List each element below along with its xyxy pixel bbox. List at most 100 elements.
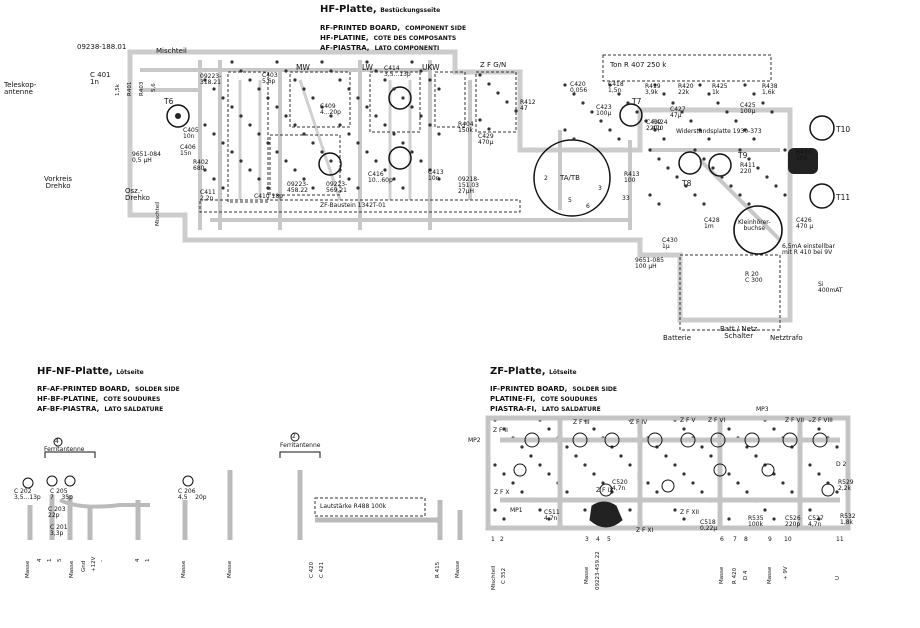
solder-pad [284,114,288,118]
solder-pad [293,78,297,82]
zf7-label: Z F VII [785,417,805,424]
solder-pad [547,517,551,521]
zf-pin-number: 7 [733,536,737,543]
solder-pad [572,92,576,96]
solder-pad [230,150,234,154]
marker-b: 2 [292,433,296,440]
hfnf-title-suffix: Lötseite [116,369,144,376]
solder-pad [736,481,740,485]
solder-pad [374,114,378,118]
solder-pad [673,463,677,467]
hfnf-pin: Masse [69,560,75,578]
solder-pad [419,159,423,163]
solder-pad [817,472,821,476]
zf6-label: Z F VI [708,417,726,424]
hfnf-pin: 1 [47,558,53,563]
c403-label: C403 5,6p [262,72,278,85]
solder-pad [765,175,769,179]
solder-pad [248,78,252,82]
solder-pad [729,184,733,188]
solder-pad [547,472,551,476]
zf-pin-name: 09223-459.22 [595,551,601,590]
solder-pad [743,128,747,132]
c409-label: C409 4...20p [320,103,341,116]
zf-pin-name: R 420 [732,567,738,584]
zf-pin-name: Masse [584,566,590,584]
solder-pad [514,109,518,113]
widerstand-label: Widerstandsplatte 1930-373 [676,128,762,135]
solder-pad [664,454,668,458]
solder-pad [781,481,785,485]
solder-pad [302,132,306,136]
batt-netz-label: Batt./ Netz Schalter [720,325,758,340]
zf-pin-name: D 4 [743,570,749,580]
zf-pin-number: 11 [836,536,844,543]
hfnf-pin: +12V [91,556,97,572]
mp2-label: MP2 [468,437,481,444]
t7-label: T7 [632,97,642,106]
ton-label: Ton R 407 250 k [610,61,667,69]
solder-pad [563,83,567,87]
solder-pad [763,508,767,512]
zf-pin-number: 4 [596,536,600,543]
solder-pad [487,82,491,86]
solder-pad [311,186,315,190]
hfnf-pin: Masse [25,560,31,578]
solder-pad [747,157,751,161]
solder-pad [383,123,387,127]
solder-pad [392,87,396,91]
zf3-label: Z F III [573,419,590,426]
solder-pad [365,60,369,64]
solder-pad [682,427,686,431]
hf-line-2-sub: COTE DES COMPOSANTS [373,35,457,42]
pin-2: 3 [598,185,602,192]
solder-pad [592,427,596,431]
hf-line-3-sub: LATO COMPONENTI [374,45,440,52]
zf-pin-number: 1 [491,536,495,543]
solder-pad [725,110,729,114]
solder-pad [817,427,821,431]
r419-label: R419 3,9k [645,83,661,96]
r438-label: R438 1,6k [762,83,778,96]
solder-pad [392,132,396,136]
lw-label: LW [362,63,373,72]
solder-pad [365,150,369,154]
solder-pad [682,517,686,521]
c432-label: C432 220µ [646,119,662,132]
t9-label: T9 [738,151,748,160]
solder-pad [752,92,756,96]
zf5-label: Z F V [680,417,696,424]
solder-pad [772,517,776,521]
c410-label: C410 18p [254,193,283,200]
solder-pad [628,508,632,512]
solder-pad [248,123,252,127]
ukw-label: UKW [422,63,440,72]
solder-pad [702,202,706,206]
solder-pad [311,141,315,145]
pin-33: 33 [622,195,630,202]
solder-pad [410,150,414,154]
solder-pad [738,148,742,152]
solder-pad [365,105,369,109]
hfnf-title: HF-NF-Platte, [37,366,113,377]
solder-pad [808,463,812,467]
t6-label: T6 [164,97,174,106]
zf-pin-name: + 9V [783,566,789,580]
hfnf-pin: C 421 [319,561,325,578]
solder-pad [682,472,686,476]
solder-pad [320,150,324,154]
solder-pad [419,114,423,118]
solder-pad [329,159,333,163]
r425-label: R425 1k [712,83,728,96]
solder-pad [628,463,632,467]
solder-pad [493,508,497,512]
c429-label: C429 470µ [478,133,494,146]
hf-title: HF-Platte, [320,4,377,15]
solder-pad [221,141,225,145]
solder-pad [401,141,405,145]
solder-pad [565,445,569,449]
r404-label: R404 150k [458,121,474,134]
r411-label: R411 220 [740,162,756,175]
hfnf-components [22,432,426,517]
solder-pad [293,168,297,172]
